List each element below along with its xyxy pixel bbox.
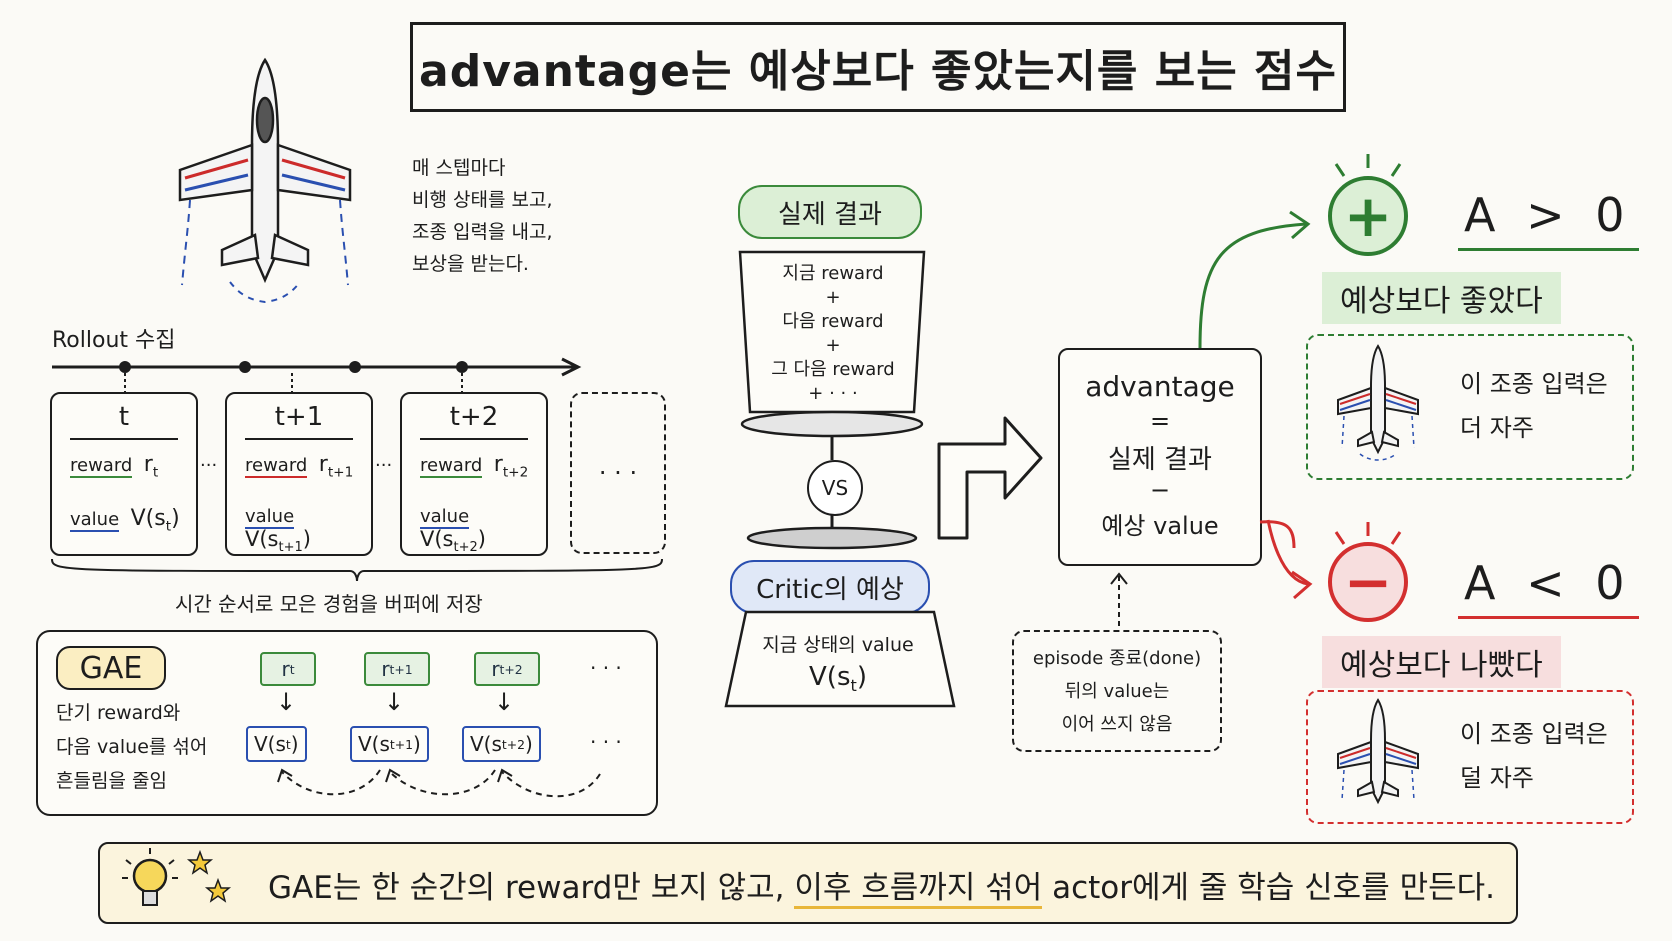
positive-label: 예상보다 좋았다 (1322, 272, 1561, 324)
gae-value-more: · · · (590, 730, 622, 754)
minus-icon (1328, 522, 1408, 622)
plus-sign: + (1343, 182, 1393, 250)
negative-note: 이 조종 입력은 덜 자주 (1460, 720, 1608, 792)
positive-note: 이 조종 입력은 더 자주 (1460, 370, 1608, 442)
positive-card (1306, 334, 1634, 480)
step-time: t+2 (420, 402, 528, 440)
footer-box (98, 842, 1518, 924)
critic-desc: 지금 상태의 value (762, 634, 914, 656)
actual-result-formula: 지금 reward + 다음 reward + 그 다음 reward + · … (771, 263, 895, 404)
lightbulb-icon (122, 848, 232, 906)
timeline-arrow (52, 357, 582, 393)
gae-reward-more: · · · (590, 656, 622, 680)
step-time: t (70, 402, 178, 440)
critic-pill: Critic의 예상 (730, 560, 930, 614)
jet-illustration (178, 57, 352, 304)
plus-icon (1328, 154, 1408, 256)
scale-shape (738, 250, 926, 550)
episode-note: episode 종료(done) 뒤의 value는 이어 쓰지 않음 (1032, 647, 1202, 735)
ellipsis-1: ... (200, 450, 218, 471)
buffer-caption: 시간 순서로 모은 경험을 버퍼에 저장 (175, 592, 483, 616)
footer-highlight: 이후 흐름까지 섞어 (794, 870, 1043, 909)
equals-sign: = (1149, 407, 1171, 435)
episode-note-box: episode 종료(done) 뒤의 value는 이어 쓰지 않음 (1012, 630, 1222, 752)
negative-card (1306, 690, 1634, 824)
actual-result-pill: 실제 결과 (738, 185, 922, 239)
gae-back-arrows (277, 768, 601, 798)
reward-label: reward (420, 455, 483, 478)
critic-symbol: V(st) (809, 662, 867, 696)
red-branch-line (1259, 520, 1296, 549)
step-box-more: · · · (570, 392, 666, 554)
down-arrow-icon: ↓ (384, 688, 405, 716)
down-arrow-icon: ↓ (276, 688, 297, 716)
title-text: advantage는 예상보다 좋았는지를 보는 점수 (419, 46, 1337, 97)
step-box-t1: t+1 reward rt+1 value V(st+1) (225, 392, 373, 556)
reward-label: reward (245, 455, 308, 478)
actual-term: 실제 결과 (1108, 445, 1212, 475)
reward-symbol: rt+2 (493, 452, 529, 481)
gae-desc: 단기 reward와 다음 value를 섞어 흔들림을 줄임 (56, 702, 208, 792)
step-box-t: t reward rt value V(st) (50, 392, 198, 556)
value-label: value (245, 506, 295, 530)
gae-label: GAE (79, 650, 143, 686)
value-label: value (420, 506, 470, 530)
rollout-label: Rollout 수집 (52, 328, 176, 353)
actual-result-label: 실제 결과 (778, 199, 882, 230)
vs-badge: VS (807, 460, 863, 516)
value-symbol: V(st) (130, 506, 180, 535)
gae-badge: GAE (56, 646, 166, 690)
critic-label: Critic의 예상 (756, 574, 904, 605)
step-box-t2: t+2 reward rt+2 value V(st+2) (400, 392, 548, 556)
minus-sign: − (1343, 548, 1393, 616)
down-arrow-icon: ↓ (494, 688, 515, 716)
more-dots: · · · (598, 459, 638, 487)
positive-formula: A > 0 (1458, 188, 1639, 251)
value-symbol: V(st+1) (245, 527, 311, 556)
ellipsis-2: ... (375, 450, 393, 471)
value-symbol: V(st+2) (420, 527, 486, 556)
advantage-box: advantage = 실제 결과 − 예상 value (1058, 348, 1262, 566)
expected-term: 예상 value (1101, 512, 1219, 540)
episode-arrow (1110, 572, 1128, 626)
reward-label: reward (70, 455, 133, 478)
page-title: advantage는 예상보다 좋았는지를 보는 점수 (410, 22, 1346, 112)
branch-arrows (1198, 210, 1313, 600)
step-time: t+1 (245, 402, 353, 440)
advantage-title: advantage (1085, 370, 1235, 403)
critic-base (724, 610, 956, 708)
footer-text: GAE는 한 순간의 reward만 보지 않고, 이후 흐름까지 섞어 act… (268, 862, 1495, 909)
negative-label: 예상보다 나빴다 (1322, 636, 1561, 688)
buffer-brace (51, 558, 663, 582)
reward-symbol: rt+1 (318, 452, 354, 481)
value-label: value (70, 509, 120, 533)
advantage-arrow (937, 416, 1043, 540)
minus-sign: − (1149, 476, 1171, 504)
reward-symbol: rt (143, 452, 159, 481)
jet-icon (1337, 698, 1419, 805)
plane-caption: 매 스텝마다 비행 상태를 보고, 조종 입력을 내고, 보상을 받는다. (412, 157, 553, 275)
negative-formula: A < 0 (1458, 556, 1639, 619)
vs-label: VS (821, 476, 849, 500)
jet-icon (1337, 344, 1419, 461)
